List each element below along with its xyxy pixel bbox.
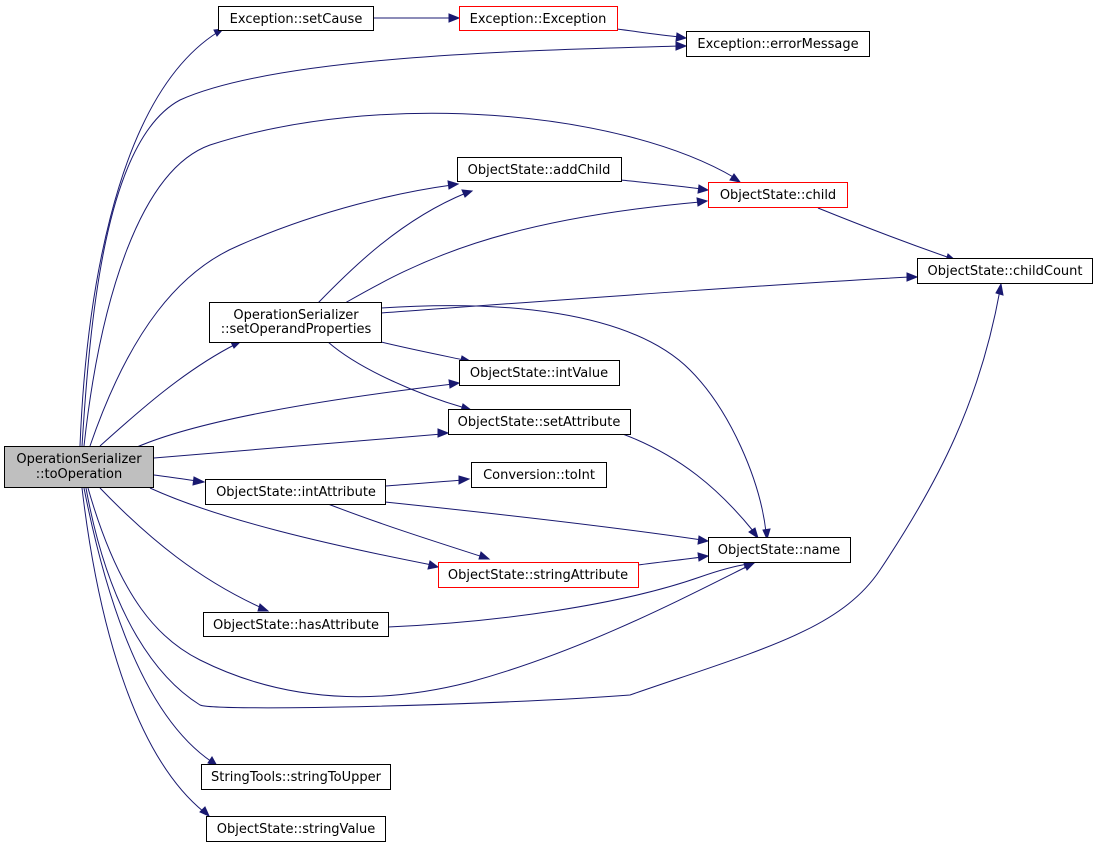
node-string-attribute[interactable]: ObjectState::stringAttribute xyxy=(438,562,639,588)
edge-arrow xyxy=(461,189,474,198)
node-exception-ctor[interactable]: Exception::Exception xyxy=(459,6,618,31)
edge-arrow xyxy=(696,197,709,207)
edge-to-operation-has-attribute xyxy=(99,487,263,609)
node-label: ObjectState::intAttribute xyxy=(216,485,376,500)
node-label: Exception::setCause xyxy=(230,12,363,27)
edge-arrow xyxy=(257,603,270,612)
node-string-value[interactable]: ObjectState::stringValue xyxy=(206,816,386,842)
edge-set-operand-properties-add-child xyxy=(317,192,467,304)
edge-arrow xyxy=(995,282,1004,296)
node-label: ObjectState::childCount xyxy=(928,264,1083,279)
node-label: Conversion::toInt xyxy=(483,468,595,483)
edge-add-child-child xyxy=(620,179,703,190)
edge-to-operation-add-child xyxy=(89,184,453,447)
edge-arrow xyxy=(697,184,710,194)
node-to-int[interactable]: Conversion::toInt xyxy=(471,462,607,488)
edge-to-operation-int-value xyxy=(136,383,454,448)
edge-set-operand-properties-child-count xyxy=(380,276,911,314)
node-int-attribute[interactable]: ObjectState::intAttribute xyxy=(205,479,386,505)
node-string-to-upper[interactable]: StringTools::stringToUpper xyxy=(201,764,391,790)
edge-to-operation-string-value xyxy=(81,487,205,813)
edge-set-attribute-name xyxy=(619,432,755,533)
edges xyxy=(79,13,1004,817)
edge-arrow xyxy=(697,535,710,545)
edge-arrow xyxy=(762,528,771,541)
node-label: ObjectState::hasAttribute xyxy=(213,618,379,633)
edge-to-operation-set-operand-properties xyxy=(99,343,237,447)
edge-arrow xyxy=(448,379,461,389)
node-label: ObjectState::child xyxy=(720,188,836,203)
node-child[interactable]: ObjectState::child xyxy=(708,182,848,208)
edge-to-operation-set-cause xyxy=(79,31,219,447)
edge-arrow xyxy=(458,475,471,485)
edge-int-attribute-string-attribute xyxy=(327,503,484,558)
node-to-operation[interactable]: OperationSerializer ::toOperation xyxy=(4,446,154,488)
node-label: Exception::errorMessage xyxy=(697,37,858,52)
edge-child-child-count xyxy=(817,207,951,259)
node-label: ObjectState::name xyxy=(718,543,840,558)
edge-set-operand-properties-set-attribute xyxy=(327,341,466,409)
edge-string-attribute-name xyxy=(637,556,703,566)
edge-to-operation-set-attribute xyxy=(153,433,443,459)
edge-to-operation-child-count xyxy=(85,289,1001,709)
node-label: ObjectState::addChild xyxy=(468,163,611,178)
node-name[interactable]: ObjectState::name xyxy=(708,537,851,563)
node-label: ObjectState::stringValue xyxy=(217,822,376,837)
node-label: ::setOperandProperties xyxy=(221,322,372,337)
node-label: ObjectState::stringAttribute xyxy=(448,568,628,583)
edge-arrow xyxy=(448,13,461,23)
edge-set-operand-properties-name xyxy=(380,305,767,533)
edge-to-operation-string-to-upper xyxy=(83,487,213,763)
edge-arrow xyxy=(675,32,688,42)
edge-arrow xyxy=(199,806,210,817)
edge-arrow xyxy=(697,552,710,562)
node-int-value[interactable]: ObjectState::intValue xyxy=(459,360,620,386)
edge-arrow xyxy=(675,41,688,51)
edge-set-operand-properties-int-value xyxy=(380,341,465,361)
node-label: OperationSerializer xyxy=(16,452,142,467)
edge-to-operation-name xyxy=(87,487,749,698)
edge-arrow xyxy=(748,527,759,540)
node-label: Exception::Exception xyxy=(470,12,607,27)
edge-arrow xyxy=(906,272,919,282)
node-label: ObjectState::intValue xyxy=(470,366,608,381)
edge-to-operation-string-attribute xyxy=(149,487,433,566)
edge-set-operand-properties-child xyxy=(344,201,701,304)
node-error-message[interactable]: Exception::errorMessage xyxy=(686,31,870,57)
edge-to-operation-int-attribute xyxy=(153,474,198,482)
edge-exception-error-message xyxy=(616,28,681,38)
node-label: ::toOperation xyxy=(36,467,123,482)
node-child-count[interactable]: ObjectState::childCount xyxy=(917,258,1093,284)
edge-arrow xyxy=(192,476,206,486)
edge-to-operation-error-message xyxy=(81,45,681,447)
edge-to-operation-child xyxy=(83,112,736,447)
node-set-cause[interactable]: Exception::setCause xyxy=(218,6,374,31)
edge-has-attribute-name xyxy=(387,563,749,628)
node-set-operand-properties[interactable]: OperationSerializer ::setOperandProperti… xyxy=(209,302,382,343)
node-label: OperationSerializer xyxy=(233,308,359,323)
edge-arrow xyxy=(437,428,450,438)
node-has-attribute[interactable]: ObjectState::hasAttribute xyxy=(203,612,389,637)
edge-int-attribute-to-int xyxy=(384,479,463,487)
edge-arrow xyxy=(478,551,491,560)
edge-arrow xyxy=(427,560,440,570)
edge-arrow xyxy=(447,180,460,190)
node-set-attribute[interactable]: ObjectState::setAttribute xyxy=(448,409,631,435)
node-add-child[interactable]: ObjectState::addChild xyxy=(457,157,622,182)
node-label: ObjectState::setAttribute xyxy=(458,415,621,430)
nodes: OperationSerializer ::toOperation Except… xyxy=(4,6,1093,842)
edge-arrow xyxy=(729,173,742,183)
edge-int-attribute-name xyxy=(384,501,703,541)
node-label: StringTools::stringToUpper xyxy=(211,770,382,785)
